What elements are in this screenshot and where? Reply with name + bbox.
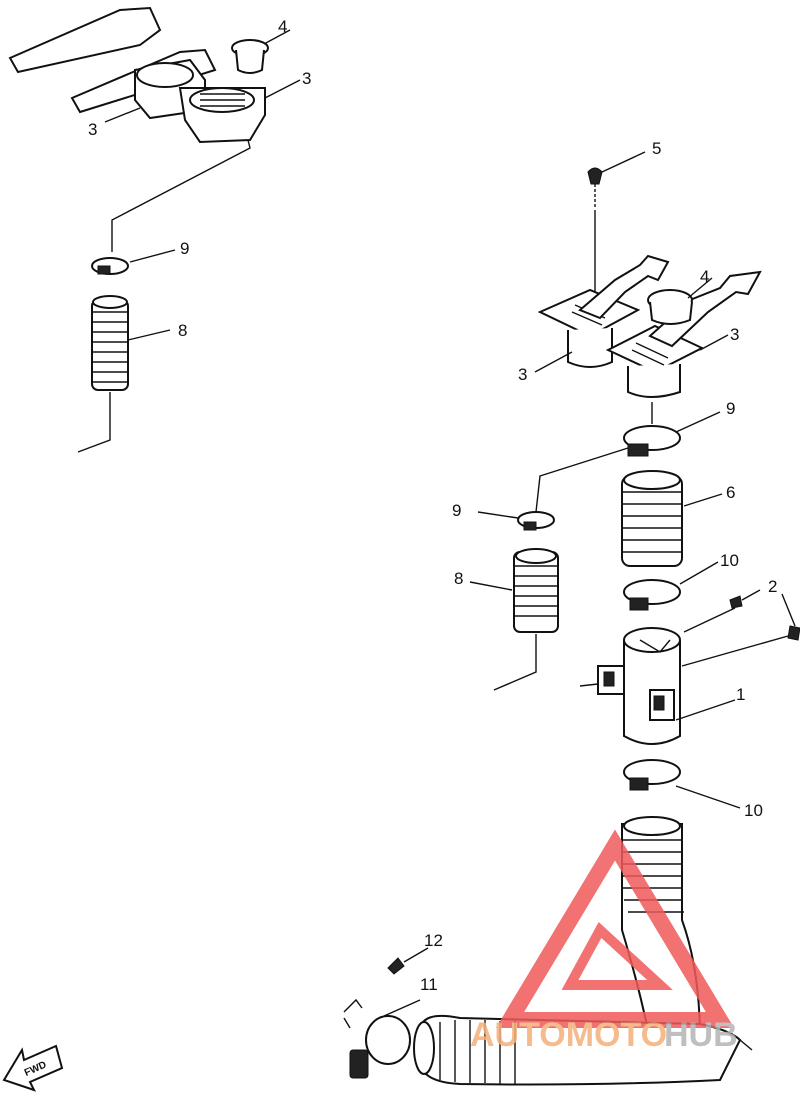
callout-3: 3 xyxy=(730,325,739,344)
callout-4: 4 xyxy=(278,17,287,36)
callout-12: 12 xyxy=(424,931,443,950)
callout-8: 8 xyxy=(454,569,463,588)
callout-10: 10 xyxy=(720,551,739,570)
watermark-text-automoto: AUTOMOTO xyxy=(470,1016,667,1054)
callout-3: 3 xyxy=(88,120,97,139)
callout-9: 9 xyxy=(452,501,461,520)
callout-labels: 3 4 3 9 8 5 4 3 3 9 9 6 8 10 2 1 10 12 1… xyxy=(88,17,777,994)
callout-2: 2 xyxy=(768,577,777,596)
watermark-text-hub: HUB xyxy=(664,1016,738,1054)
callout-4: 4 xyxy=(700,267,709,286)
callout-1: 1 xyxy=(736,685,745,704)
top-left-duct-assembly xyxy=(8,6,301,453)
callout-3: 3 xyxy=(518,365,527,384)
callout-9: 9 xyxy=(726,399,735,418)
callout-11: 11 xyxy=(420,975,438,994)
right-duct-assembly xyxy=(343,151,800,1086)
fwd-arrow-icon: FWD xyxy=(2,1044,64,1092)
callout-10: 10 xyxy=(744,801,763,820)
watermark-logo: AUTOMOTO HUB xyxy=(470,829,738,1054)
callout-8: 8 xyxy=(178,321,187,340)
callout-6: 6 xyxy=(726,483,735,502)
callout-9: 9 xyxy=(180,239,189,258)
callout-3: 3 xyxy=(302,69,311,88)
callout-5: 5 xyxy=(652,139,661,158)
